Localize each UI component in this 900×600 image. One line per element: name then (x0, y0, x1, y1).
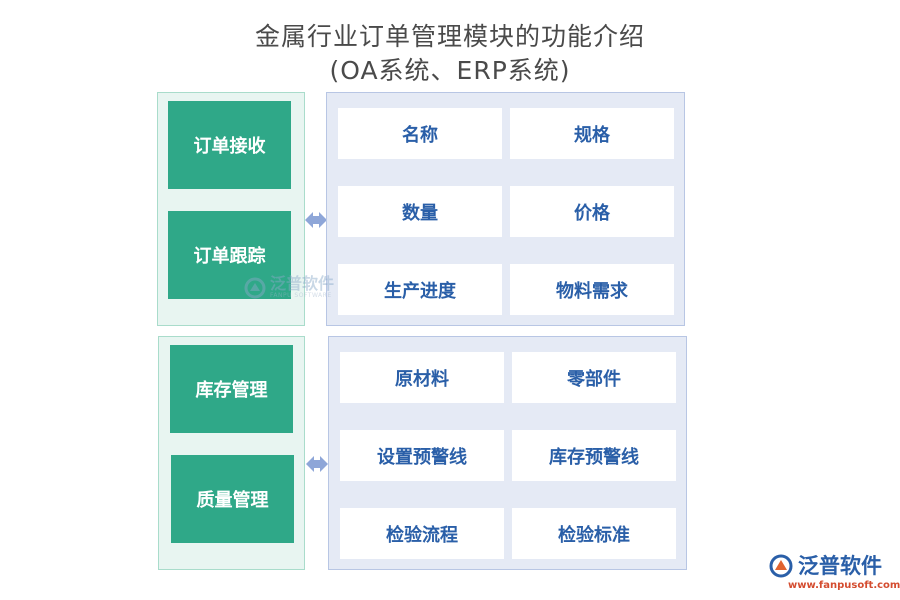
watermark: 泛普软件 FANPU SOFTWARE (244, 276, 334, 300)
group-2-item-inventory: 库存管理 (170, 345, 293, 433)
watermark-name: 泛普软件 (270, 274, 335, 293)
group-1-item-order-track: 订单跟踪 (168, 211, 291, 299)
double-arrow-icon (306, 456, 328, 472)
brand-name: 泛普软件 (798, 554, 882, 578)
watermark-sub: FANPU SOFTWARE (270, 292, 332, 299)
watermark-logo-icon (244, 277, 266, 299)
group-1-cell-price: 价格 (510, 186, 674, 237)
brand-url: www.fanpusoft.com (788, 580, 900, 591)
group-2-cell-raw-material: 原材料 (340, 352, 504, 403)
group-1-cell-name: 名称 (338, 108, 502, 159)
group-1-cell-spec: 规格 (510, 108, 674, 159)
group-2-cell-inspection-standard: 检验标准 (512, 508, 676, 559)
group-2-cell-set-warning-line: 设置预警线 (340, 430, 504, 481)
brand-logo: 泛普软件 (768, 553, 882, 579)
brand-logo-icon (769, 554, 793, 578)
group-2-cell-inspection-process: 检验流程 (340, 508, 504, 559)
group-2-cell-parts: 零部件 (512, 352, 676, 403)
group-2-item-quality: 质量管理 (171, 455, 294, 543)
diagram-title: 金属行业订单管理模块的功能介绍 (254, 22, 645, 51)
double-arrow-icon (305, 212, 327, 228)
group-1-cell-production-progress: 生产进度 (338, 264, 502, 315)
group-1-cell-material-demand: 物料需求 (510, 264, 674, 315)
group-1-cell-quantity: 数量 (338, 186, 502, 237)
diagram-subtitle: (OA系统、ERP系统) (329, 56, 571, 85)
group-1-item-order-receive: 订单接收 (168, 101, 291, 189)
group-2-cell-inventory-warning-line: 库存预警线 (512, 430, 676, 481)
